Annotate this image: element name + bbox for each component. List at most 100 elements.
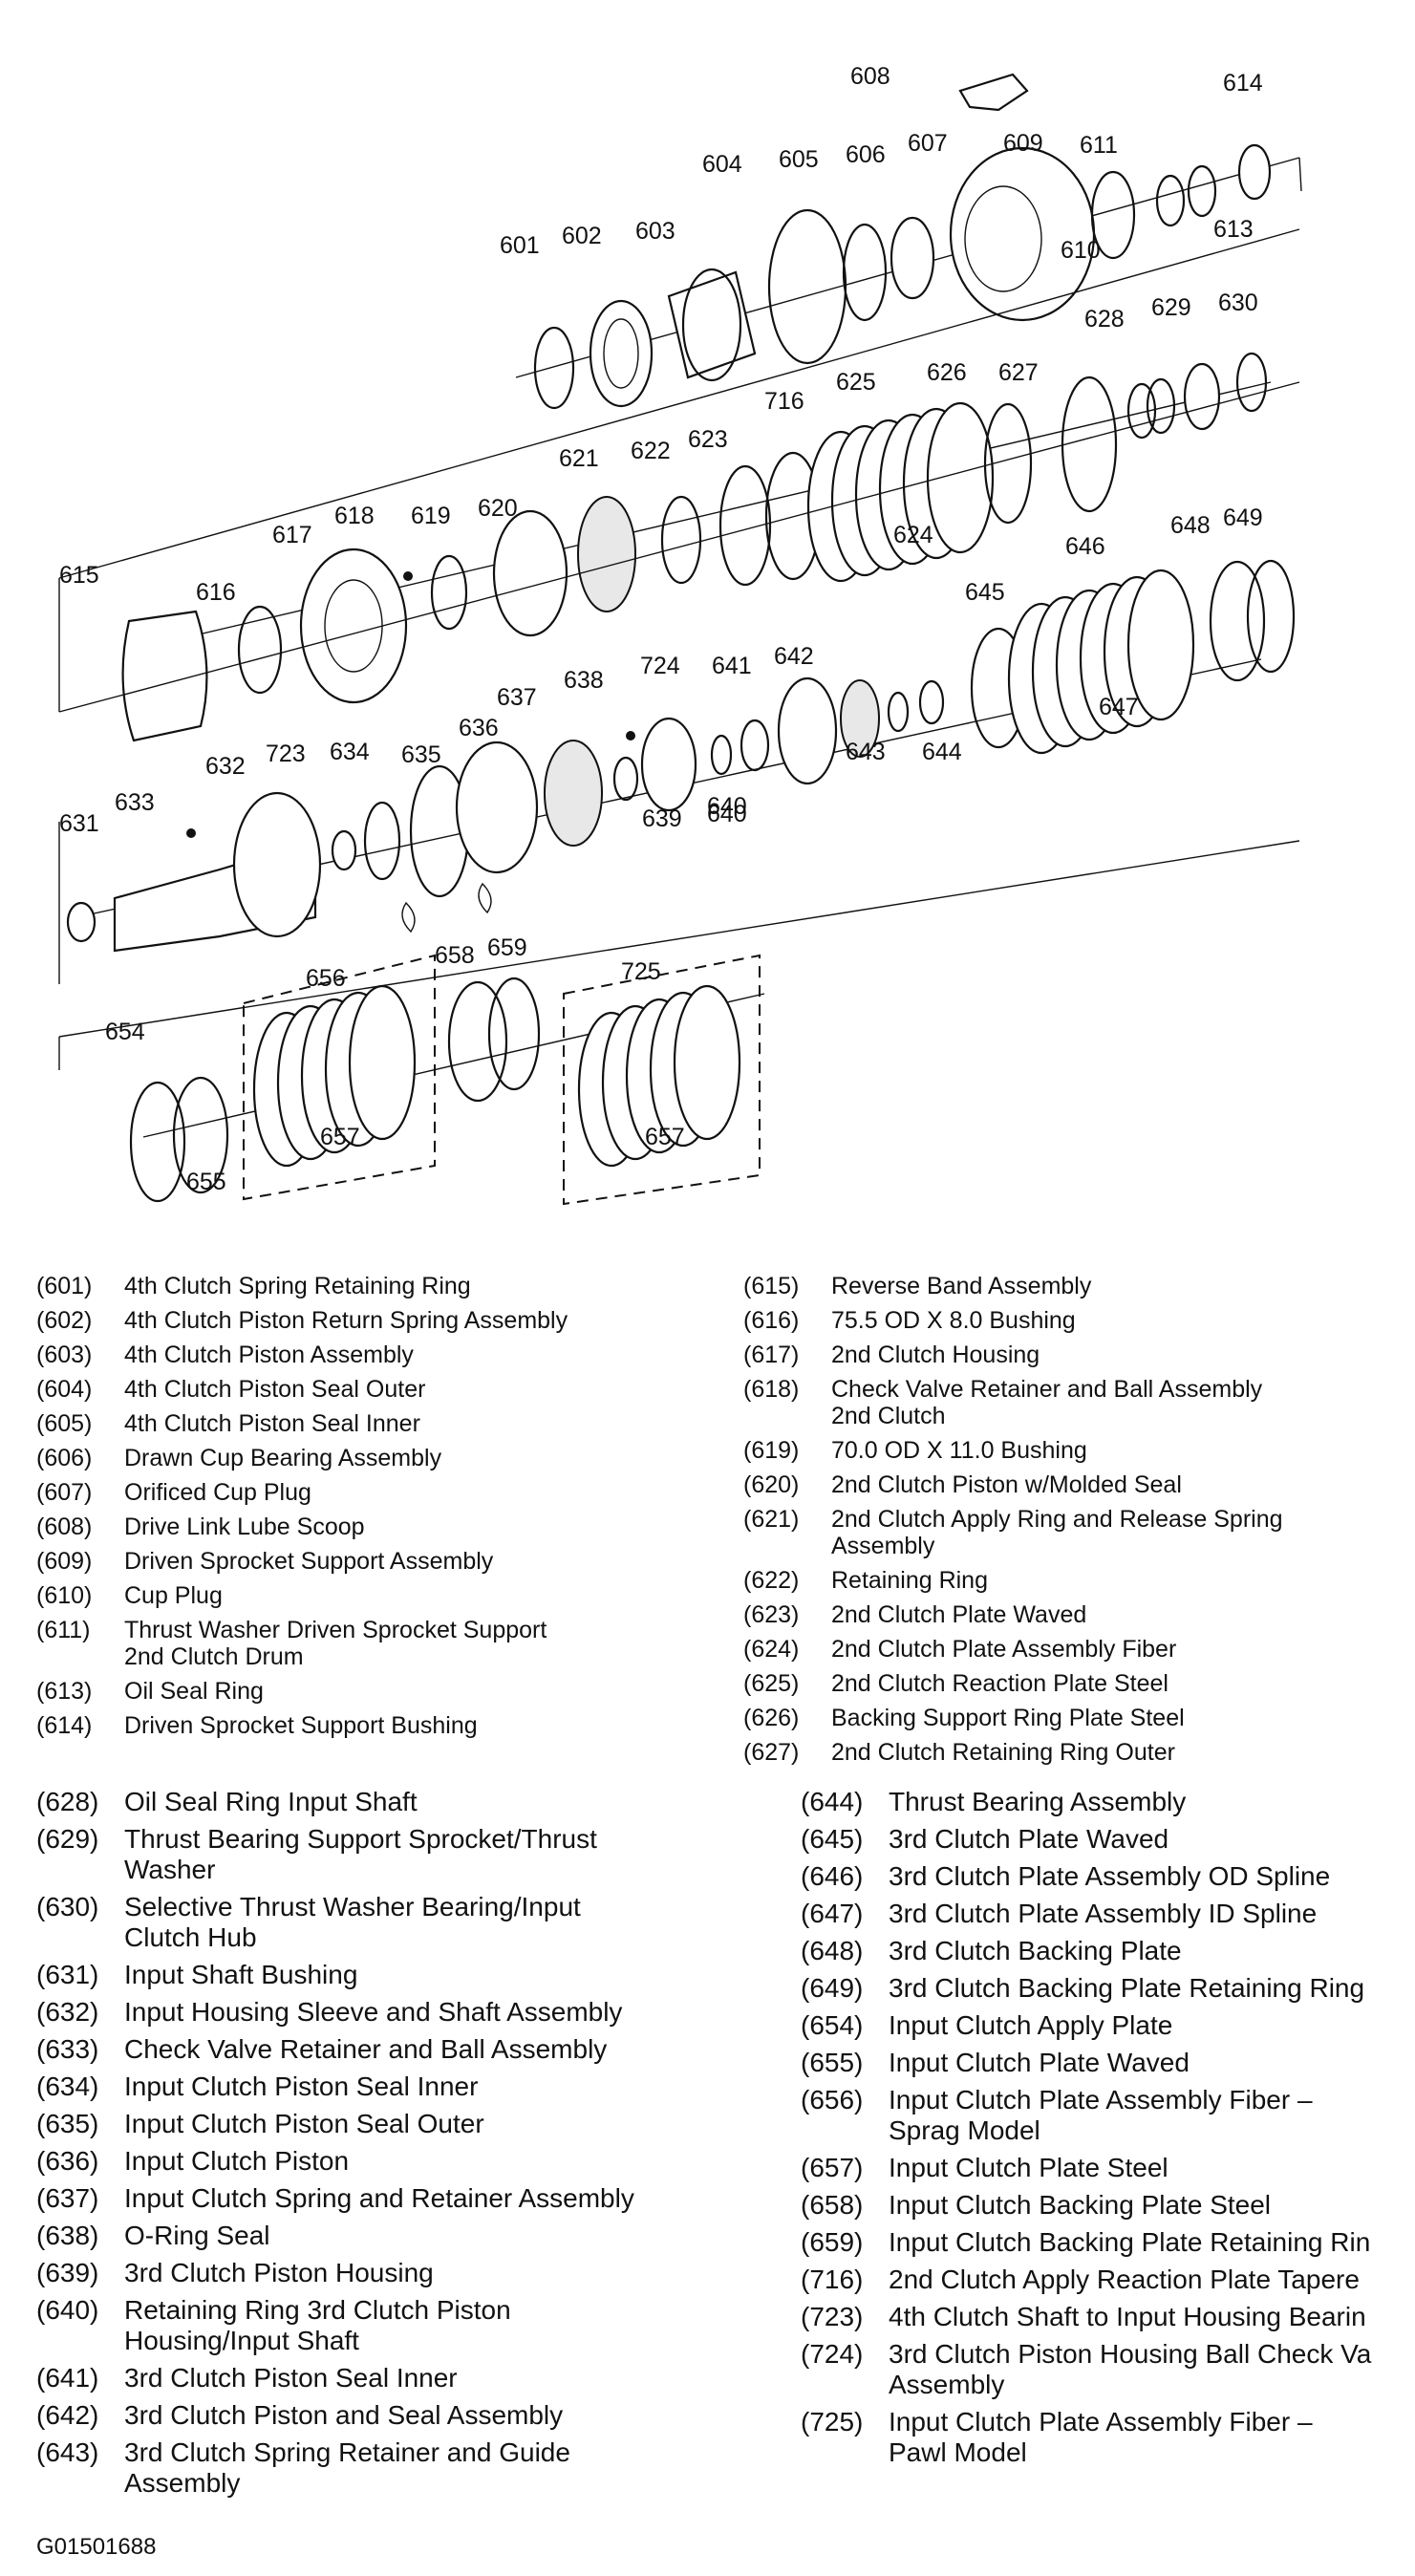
legend-item-number: (605) [36,1410,93,1437]
part-642-piston-seal [777,676,838,785]
legend-item-number: (636) [36,2146,99,2176]
legend-item-description: Input Clutch Plate Waved [889,2048,1190,2077]
part-603-piston [667,270,757,379]
legend-column-644-725: (644)Thrust Bearing Assembly(645)3rd Clu… [801,1787,1415,2475]
legend-item-number: (602) [36,1307,93,1334]
callout-645: 645 [965,579,1005,606]
part-648-backing-plate [1209,560,1266,682]
legend-item-number: (655) [801,2048,864,2077]
callout-716: 716 [764,388,804,415]
callout-623: 623 [688,426,728,453]
legend-item-number: (723) [801,2302,864,2331]
part-620-piston [492,509,568,637]
callout-648: 648 [1170,512,1211,539]
callout-609: 609 [1003,130,1043,157]
legend-item: (654)Input Clutch Apply Plate [801,2010,1415,2041]
legend-item-description: Orificed Cup Plug [124,1479,311,1506]
legend-item: (634)Input Clutch Piston Seal Inner [36,2072,705,2102]
part-614-bushing [1237,143,1272,201]
part-602-spring-assembly [589,299,654,408]
legend-item-description: 4th Clutch Piston Seal Outer [124,1376,426,1403]
callout-723: 723 [266,741,306,767]
row-3-frame-top [58,381,1300,713]
legend-item-number: (641) [36,2363,99,2393]
legend-item: (619)70.0 OD X 11.0 Bushing [743,1437,1412,1464]
callout-610: 610 [1061,237,1101,264]
legend-item: (639)3rd Clutch Piston Housing [36,2258,705,2288]
legend-item: (659)Input Clutch Backing Plate Retainin… [801,2227,1415,2258]
part-637-spring-retainer [544,740,603,847]
legend-column-628-643: (628)Oil Seal Ring Input Shaft(629)Thrus… [36,1787,705,2505]
legend-item-number: (614) [36,1712,93,1739]
callout-658: 658 [435,942,475,969]
callout-620: 620 [478,495,518,522]
callout-605: 605 [779,146,819,173]
legend-item-number: (716) [801,2265,864,2294]
legend-item-number: (622) [743,1567,800,1594]
legend-item: (608)Drive Link Lube Scoop [36,1513,705,1540]
row-4-frame-top [58,840,1300,1038]
legend-item-number: (621) [743,1506,800,1533]
legend-item-number: (645) [801,1824,864,1854]
part-611-thrust-washer [1090,170,1136,260]
callout-657: 657 [645,1124,685,1150]
callout-641: 641 [712,653,752,679]
legend-item-number: (626) [743,1705,800,1731]
seal-section-634 [401,901,416,934]
exploded-view-diagram: 6016026036046056066076086096106116136146… [58,63,1302,1206]
legend-item-number: (601) [36,1273,93,1299]
callout-617: 617 [272,522,312,548]
plate-6 [926,401,995,554]
part-630-thrust-washer [1235,352,1268,413]
legend-item-description: Retaining Ring [831,1567,988,1594]
legend-item-description: 3rd Clutch Plate Assembly ID Spline [889,1899,1318,1928]
part-649-retaining-ring [1246,559,1296,674]
part-625-624-plate-stack [806,401,995,583]
callout-642: 642 [774,643,814,670]
callout-614: 614 [1223,70,1263,97]
legend-item-number: (637) [36,2183,99,2213]
legend-item-description: 2nd Clutch Apply Reaction Plate Tapere [889,2265,1360,2294]
part-633-check-valve [186,828,196,838]
dashed-box-sprag [243,954,436,1201]
figure-code: G01501688 [36,2534,157,2560]
legend-item-number: (654) [801,2010,864,2040]
callout-640: 640 [707,801,747,827]
callout-724: 724 [640,653,680,679]
legend-item-number: (617) [743,1342,800,1368]
callout-637: 637 [497,684,537,711]
part-636-piston [455,741,539,874]
legend-item: (724)3rd Clutch Piston Housing Ball Chec… [801,2339,1415,2400]
callout-725: 725 [621,958,661,985]
legend-item-number: (610) [36,1582,93,1609]
legend-item-description: Cup Plug [124,1582,223,1609]
legend-item-number: (623) [743,1601,800,1628]
legend-item-description: 3rd Clutch Piston Housing [124,2258,434,2287]
legend-item-number: (616) [743,1307,800,1334]
legend-item-number: (632) [36,1997,99,2027]
row-2-frame-top [58,228,1300,579]
part-646-647-plate-stack [1007,569,1195,755]
legend-item-number: (609) [36,1548,93,1575]
legend-item-number: (603) [36,1342,93,1368]
part-613-seal-ring-b [1187,164,1217,218]
legend-item: (629)Thrust Bearing Support Sprocket/Thr… [36,1824,705,1885]
part-615-reverse-band [121,610,208,742]
legend-item: (625)2nd Clutch Reaction Plate Steel [743,1670,1412,1697]
seal-section-635 [478,882,492,914]
legend-item-description: 3rd Clutch Backing Plate [889,1936,1182,1965]
legend-item-number: (646) [801,1861,864,1891]
callout-604: 604 [702,151,742,178]
legend-item: (657)Input Clutch Plate Steel [801,2153,1415,2183]
row-1-4th-clutch-group [515,73,1302,410]
legend-item: (645)3rd Clutch Plate Waved [801,1824,1415,1855]
callout-606: 606 [846,141,886,168]
callout-613: 613 [1213,216,1254,243]
part-623-plate-waved [718,464,772,587]
legend-item: (604)4th Clutch Piston Seal Outer [36,1376,705,1403]
callout-608: 608 [850,63,890,90]
part-606-bearing [890,216,935,300]
legend-item: (725)Input Clutch Plate Assembly Fiber –… [801,2407,1415,2468]
legend-item-number: (625) [743,1670,800,1697]
